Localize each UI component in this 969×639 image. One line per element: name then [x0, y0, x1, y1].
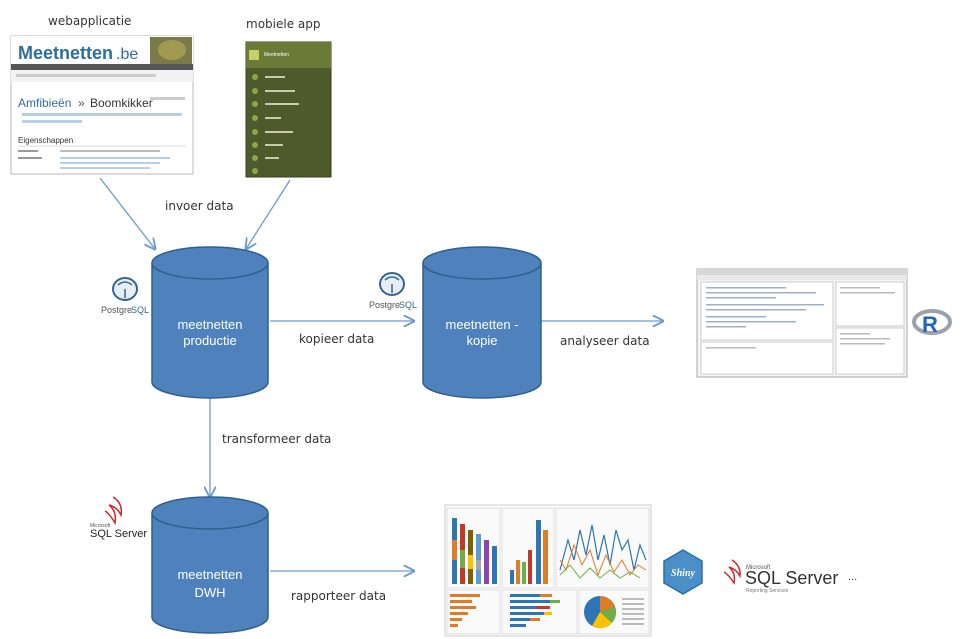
- r-logo: R: [912, 309, 952, 337]
- flow-label-transform: transformeer data: [222, 432, 331, 446]
- shiny-logo-text: Shiny: [671, 568, 695, 579]
- postgres-1-part2: SQL: [131, 305, 149, 315]
- web-section-title: Eigenschappen: [18, 136, 73, 145]
- postgresql-logo: Postgre SQL: [101, 277, 149, 315]
- ssrs-main: SQL Server: [745, 568, 838, 588]
- web-heading-main: Amfibieën: [18, 96, 71, 110]
- mobile-app-screenshot: Meetnetten: [245, 41, 332, 178]
- db-dwh-line1: meetnetten: [177, 567, 242, 582]
- postgres-2-part1: Postgre: [369, 300, 400, 310]
- flow-label-report: rapporteer data: [291, 589, 386, 603]
- db-dwh-line2: DWH: [194, 585, 225, 600]
- web-logo-suffix: .be: [116, 46, 138, 63]
- db-production-line1: meetnetten: [177, 317, 242, 332]
- web-heading-sep: »: [78, 96, 85, 110]
- sql-server-reporting-services-logo: Microsoft SQL Server Reporting Services: [723, 559, 838, 594]
- elephant-icon: [379, 272, 405, 296]
- database-copy: meetnetten - kopie: [422, 246, 542, 399]
- rstudio-screenshot: [696, 268, 908, 378]
- web-logo-main: Meetnetten: [18, 43, 113, 63]
- web-heading-sub: Boomkikker: [90, 96, 153, 110]
- more-tools-ellipsis: ...: [848, 571, 857, 583]
- r-logo-letter: R: [922, 312, 938, 337]
- flow-label-input: invoer data: [165, 199, 234, 213]
- ssrs-pre: Microsoft: [746, 565, 771, 571]
- sql-server-logo: Microsoft SQL Server: [90, 496, 147, 540]
- sql-server-icon: [723, 559, 741, 585]
- sqlserver-small-pre: Microsoft: [90, 523, 111, 529]
- arrow-mobile-to-production: [246, 179, 291, 249]
- postgres-1-part1: Postgre: [101, 305, 132, 315]
- flow-label-analyse: analyseer data: [560, 334, 650, 348]
- db-copy-line2: kopie: [466, 333, 497, 348]
- elephant-icon: [112, 277, 138, 301]
- web-app-screenshot: Meetnetten .be Amfibieën » Boomkikker Ei…: [10, 35, 194, 175]
- arrow-web-to-production: [99, 177, 155, 249]
- postgresql-logo: Postgre SQL: [369, 272, 417, 310]
- db-copy-line1: meetnetten -: [446, 317, 519, 332]
- sqlserver-small-main: SQL Server: [90, 528, 147, 540]
- shiny-hex-icon: [663, 549, 703, 595]
- flow-label-copy: kopieer data: [299, 332, 374, 346]
- r-logo-ring-icon: [912, 309, 952, 335]
- postgres-2-part2: SQL: [399, 300, 417, 310]
- web-app-label: webapplicatie: [48, 14, 131, 28]
- flow-arrows: [99, 177, 663, 571]
- db-production-line2: productie: [183, 333, 236, 348]
- report-dashboard-screenshot: [444, 504, 652, 637]
- sql-server-icon: [104, 496, 123, 526]
- mobile-app-title: Meetnetten: [264, 52, 289, 58]
- database-production: meetnetten productie: [151, 246, 269, 399]
- ssrs-sub: Reporting Services: [746, 588, 789, 594]
- mobile-app-label: mobiele app: [246, 17, 320, 31]
- shiny-logo: Shiny: [663, 549, 703, 595]
- database-dwh: meetnetten DWH: [151, 496, 269, 634]
